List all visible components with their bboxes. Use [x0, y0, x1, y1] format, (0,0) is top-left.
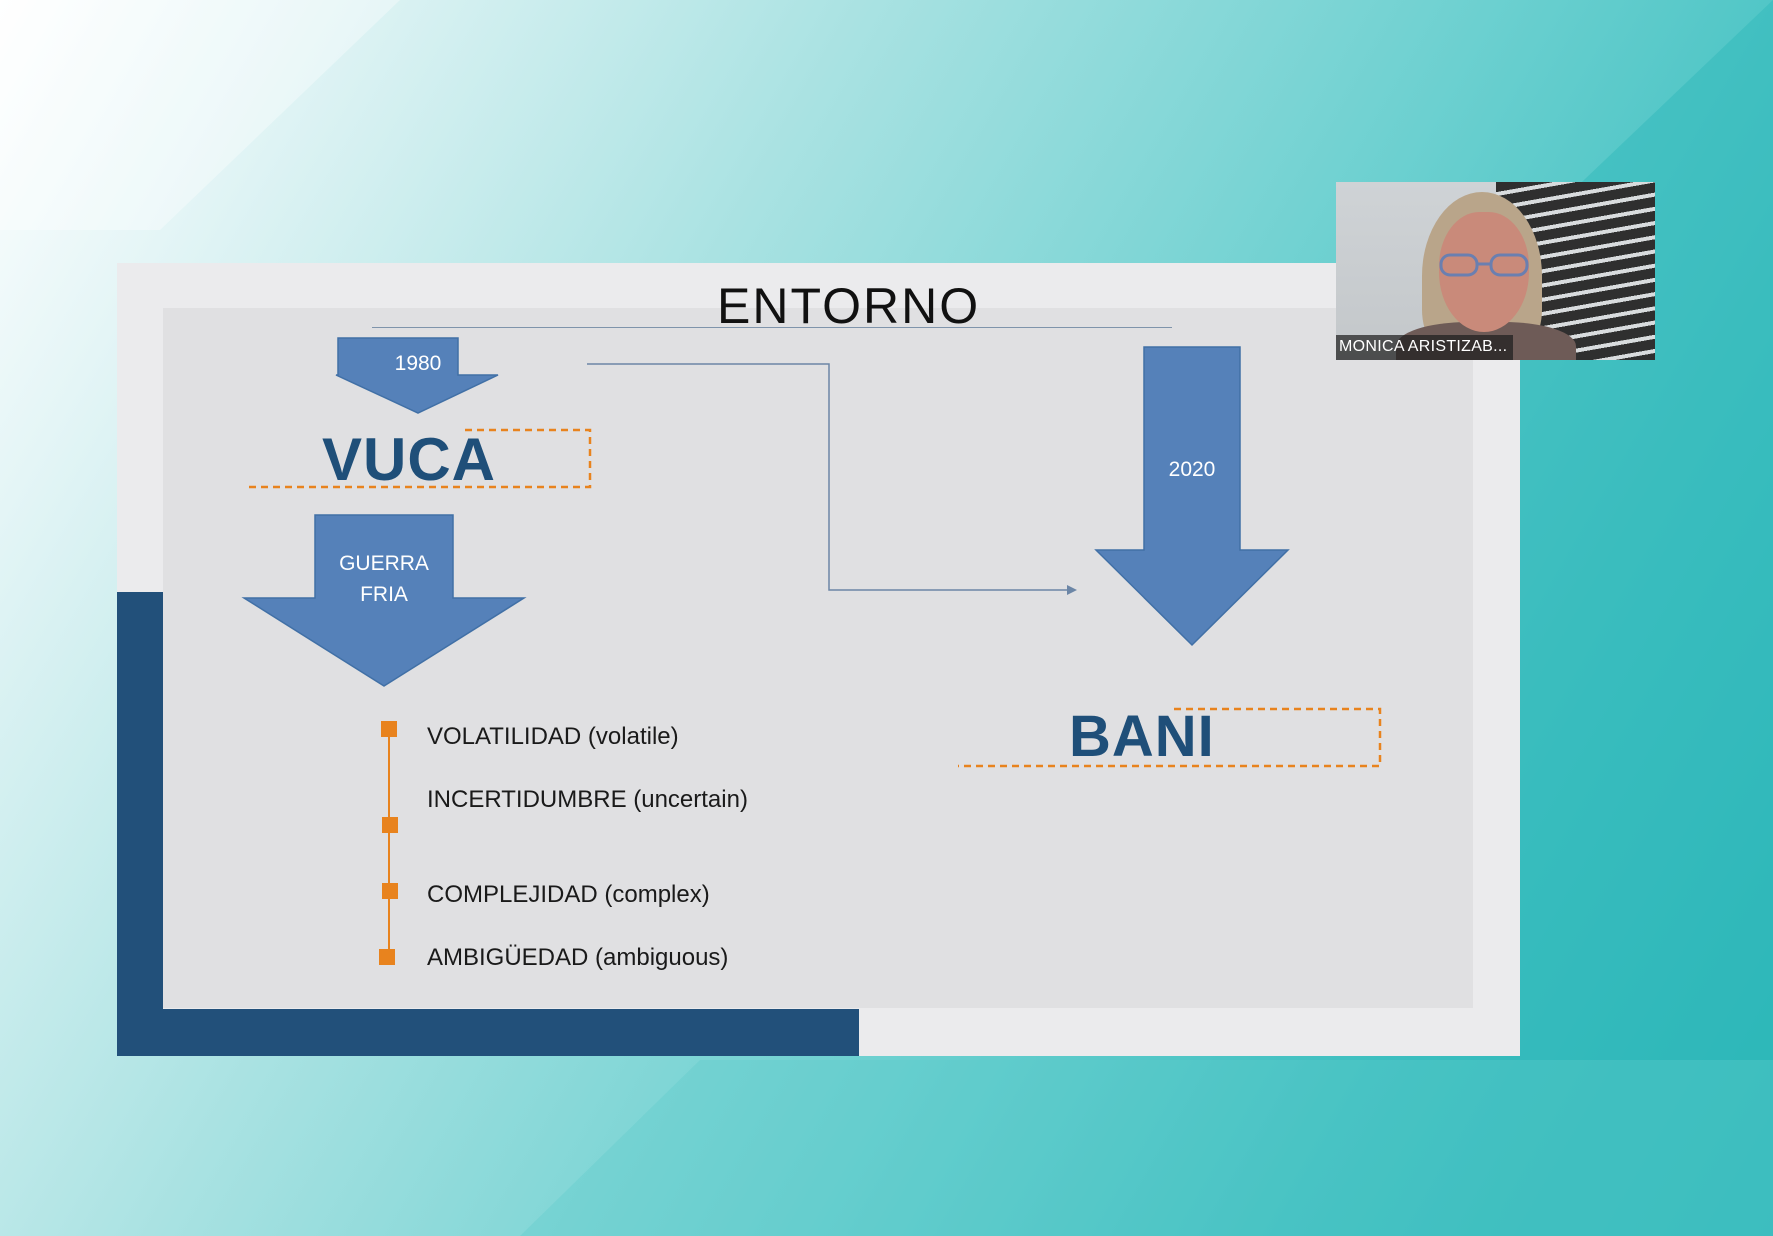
connector-line: [587, 363, 1067, 591]
vuca-heading: VUCA: [322, 426, 497, 493]
arrow-guerra-fria: [241, 514, 527, 687]
year-1980-label: 1980: [394, 352, 442, 375]
list-item-incertidumbre: INCERTIDUMBRE (uncertain): [427, 786, 748, 813]
connector-arrowhead: [1067, 585, 1077, 595]
bani-dashed-frame: [958, 707, 1382, 768]
slide-title: ENTORNO: [717, 278, 981, 334]
title-underline: [372, 327, 1172, 328]
presentation-slide: ENTORNO 1980 VUCA GUERRA FRIA 2020 BANI …: [117, 263, 1520, 1056]
participant-glasses: [1439, 253, 1529, 277]
bani-heading: BANI: [1069, 704, 1215, 769]
list-marker: [382, 817, 398, 833]
participant-face: [1439, 212, 1529, 332]
arrow-2020: [1094, 346, 1290, 647]
arrow-1980: [335, 337, 499, 414]
vuca-dashed-frame: [247, 428, 592, 489]
guerra-fria-line1: GUERRA: [339, 552, 429, 575]
list-item-complejidad: COMPLEJIDAD (complex): [427, 881, 710, 908]
guerra-fria-label: GUERRA FRIA: [314, 548, 454, 610]
list-marker: [381, 721, 397, 737]
guerra-fria-line2: FRIA: [360, 583, 408, 606]
list-item-volatilidad: VOLATILIDAD (volatile): [427, 723, 679, 750]
slide-accent-bottom: [117, 1009, 859, 1056]
list-marker: [382, 883, 398, 899]
slide-accent-left: [117, 592, 163, 1056]
participant-name-label: MONICA ARISTIZAB...: [1336, 335, 1514, 360]
year-2020-label: 2020: [1168, 458, 1216, 481]
list-marker: [379, 949, 395, 965]
participant-video-tile[interactable]: MONICA ARISTIZAB...: [1336, 182, 1655, 360]
list-item-ambiguedad: AMBIGÜEDAD (ambiguous): [427, 944, 729, 971]
slide-diagram: [241, 337, 1382, 965]
